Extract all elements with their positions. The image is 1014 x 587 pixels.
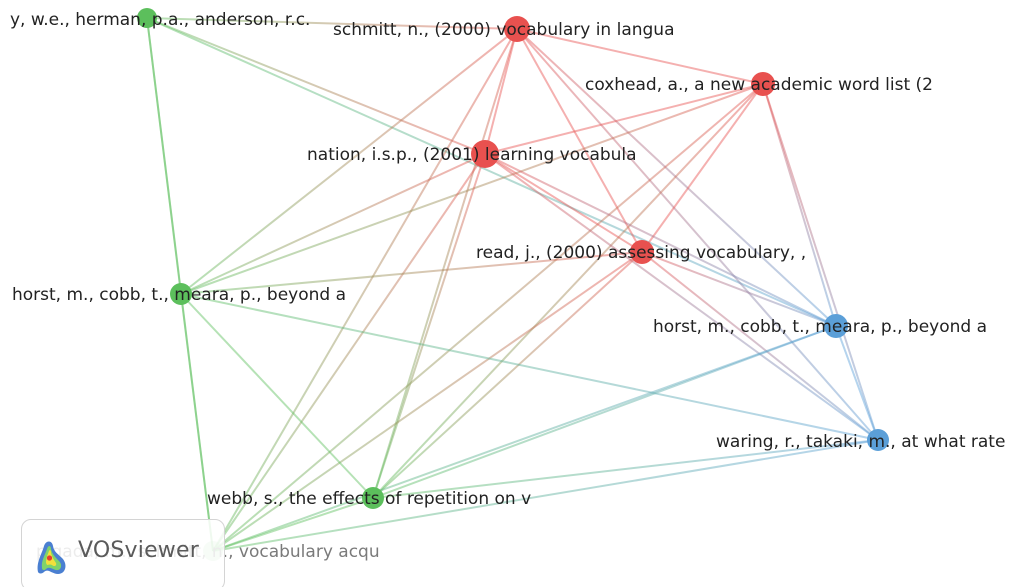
node-label-horst_blue[interactable]: horst, m., cobb, t., meara, p., beyond a (653, 317, 987, 337)
link-schmitt-webb[interactable] (372, 28, 518, 499)
link-schmitt-waring[interactable] (516, 28, 879, 441)
link-nation-horst_green[interactable] (180, 153, 486, 295)
node-label-horst_green[interactable]: horst, m., cobb, t., meara, p., beyond a (12, 285, 346, 305)
node-read[interactable] (630, 240, 654, 264)
node-label-waring[interactable]: waring, r., takaki, m., at what rate (716, 432, 1005, 452)
link-schmitt-horst_green[interactable] (180, 28, 518, 295)
link-horst_blue-pigada[interactable] (212, 325, 837, 552)
link-schmitt-coxhead[interactable] (516, 28, 764, 85)
node-label-webb[interactable]: webb, s., the effects of repetition on v (207, 489, 531, 509)
link-coxhead-webb[interactable] (372, 83, 764, 499)
node-coxhead[interactable] (751, 72, 775, 96)
link-webb-pigada[interactable] (212, 497, 374, 552)
node-anderson[interactable] (137, 8, 157, 28)
link-read-webb[interactable] (372, 251, 643, 499)
links-layer (146, 17, 879, 552)
link-coxhead-read[interactable] (641, 83, 764, 253)
node-waring[interactable] (867, 429, 889, 451)
link-nation-read[interactable] (484, 153, 643, 253)
link-read-horst_blue[interactable] (641, 251, 837, 327)
link-nation-waring[interactable] (484, 153, 879, 441)
node-label-coxhead[interactable]: coxhead, a., a new academic word list (2 (585, 75, 933, 95)
link-read-waring[interactable] (641, 251, 879, 441)
vosviewer-brand-text: VOSviewer (78, 538, 199, 563)
node-label-schmitt[interactable]: schmitt, n., (2000) vocabulary in langua (333, 20, 675, 40)
node-horst_blue[interactable] (824, 314, 848, 338)
link-nation-pigada[interactable] (212, 153, 486, 552)
link-horst_blue-waring[interactable] (835, 325, 879, 441)
link-anderson-schmitt[interactable] (146, 17, 518, 30)
link-nation-horst_blue[interactable] (484, 153, 837, 327)
link-schmitt-horst_blue[interactable] (516, 28, 837, 327)
vosviewer-heatmap-logo-icon (37, 541, 66, 574)
link-horst_green-webb[interactable] (180, 293, 374, 499)
node-webb[interactable] (362, 487, 384, 509)
link-coxhead-nation[interactable] (484, 83, 764, 155)
node-label-nation[interactable]: nation, i.s.p., (2001) learning vocabula (307, 145, 637, 165)
link-read-pigada[interactable] (212, 251, 643, 552)
link-schmitt-read[interactable] (516, 28, 643, 253)
link-read-horst_green[interactable] (180, 251, 643, 295)
link-coxhead-horst_green[interactable] (180, 83, 764, 295)
node-horst_green[interactable] (170, 283, 192, 305)
link-horst_green-waring[interactable] (180, 293, 879, 441)
link-coxhead-waring[interactable] (762, 83, 879, 441)
link-schmitt-nation[interactable] (484, 28, 518, 155)
vosviewer-badge: VOSviewer (21, 519, 225, 587)
link-coxhead-pigada[interactable] (212, 83, 764, 552)
link-waring-webb[interactable] (372, 439, 879, 499)
node-label-read[interactable]: read, j., (2000) assessing vocabulary, , (476, 243, 806, 263)
link-horst_green-pigada[interactable] (180, 293, 214, 552)
node-label-anderson[interactable]: y, w.e., herman, p.a., anderson, r.c. (10, 10, 310, 30)
link-nation-webb[interactable] (372, 153, 486, 499)
labels-layer: y, w.e., herman, p.a., anderson, r.c. sch… (10, 10, 1005, 562)
link-schmitt-pigada[interactable] (212, 28, 518, 552)
link-waring-pigada[interactable] (212, 439, 879, 552)
link-anderson-horst_blue[interactable] (146, 17, 837, 327)
node-schmitt[interactable] (504, 16, 530, 42)
link-anderson-nation[interactable] (146, 17, 486, 155)
node-nation[interactable] (471, 140, 499, 168)
